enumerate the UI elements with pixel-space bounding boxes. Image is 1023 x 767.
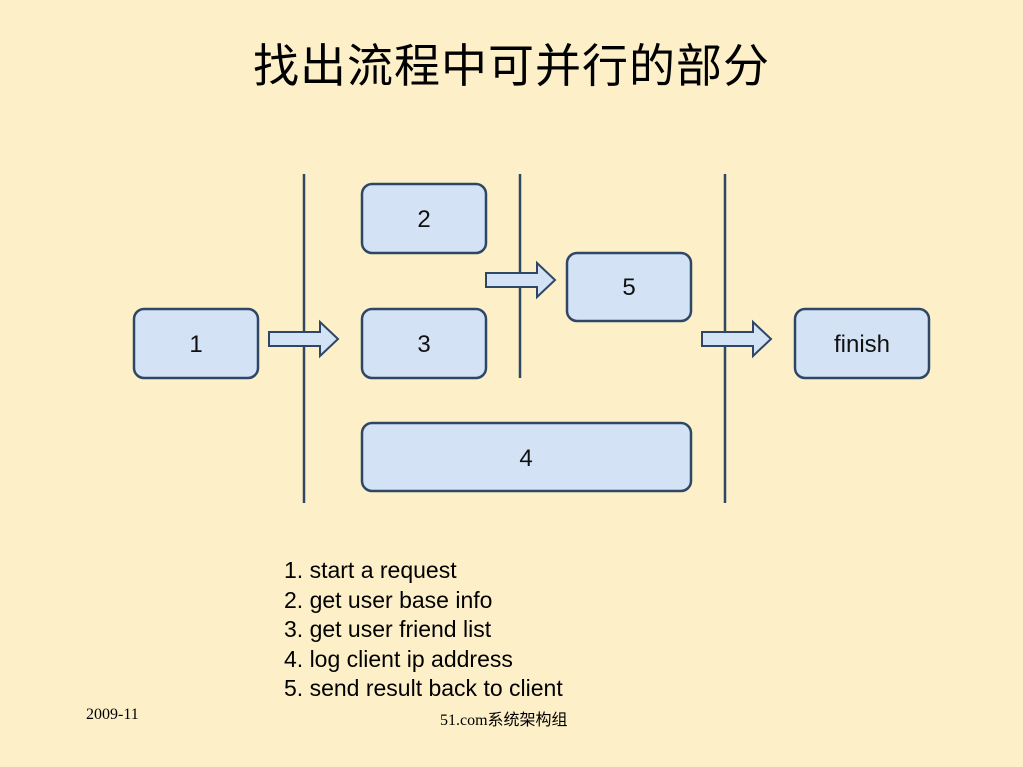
page-title: 找出流程中可并行的部分	[253, 39, 770, 93]
node-5: 5	[565, 251, 693, 323]
node-4: 4	[360, 421, 693, 493]
legend-item: 4. log client ip address	[284, 645, 513, 672]
arrow-icon	[268, 319, 340, 359]
node-3-label: 3	[417, 331, 430, 358]
legend-item: 1. start a request	[284, 557, 457, 583]
arrow-icon	[701, 319, 773, 359]
node-2: 2	[360, 182, 488, 255]
footer-date: 2009-11	[86, 706, 139, 723]
legend-item: 2. get user base info	[284, 586, 493, 613]
step-legend: 1. start a request 2. get user base info…	[284, 556, 563, 704]
node-finish-label: finish	[834, 331, 890, 358]
node-finish: finish	[793, 307, 931, 380]
arrow-icon	[485, 260, 557, 300]
node-4-label: 4	[519, 445, 532, 472]
node-5-label: 5	[622, 274, 635, 301]
node-1-label: 1	[189, 331, 202, 358]
node-1: 1	[132, 307, 260, 380]
node-2-label: 2	[417, 206, 430, 233]
node-3: 3	[360, 307, 488, 380]
legend-item: 5. send result back to client	[284, 675, 563, 701]
footer-org: 51.com系统架构组	[440, 712, 568, 729]
legend-item: 3. get user friend list	[284, 616, 492, 642]
